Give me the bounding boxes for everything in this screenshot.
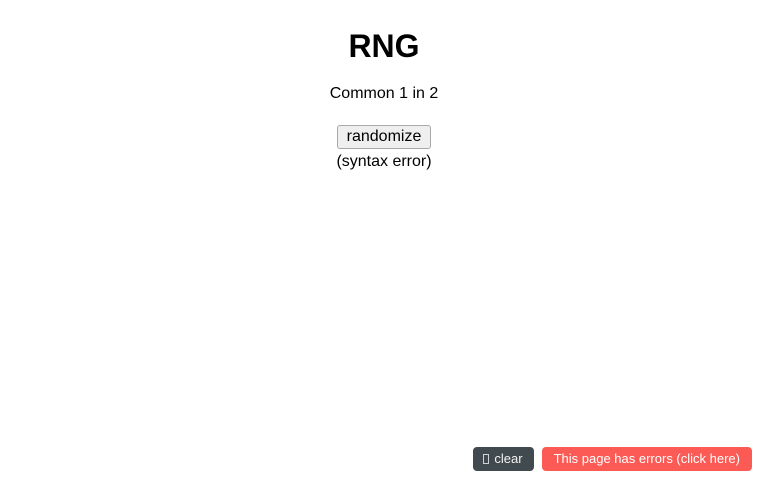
clear-errors-label: clear: [494, 451, 523, 466]
odds-readout: Common 1 in 2: [329, 85, 439, 103]
missing-glyph-tofu-icon: [483, 453, 490, 464]
page-title: RNG: [348, 28, 420, 64]
randomize-button[interactable]: randomize: [336, 124, 432, 149]
randomize-control-group: randomize (syntax error): [8, 124, 760, 171]
page-errors-label: This page has errors (click here): [553, 451, 740, 466]
page-errors-banner[interactable]: This page has errors (click here): [541, 447, 752, 471]
clear-errors-button[interactable]: clear: [473, 447, 534, 471]
syntax-error-note: (syntax error): [336, 152, 432, 170]
dev-error-overlay: clear This page has errors (click here): [473, 447, 752, 471]
